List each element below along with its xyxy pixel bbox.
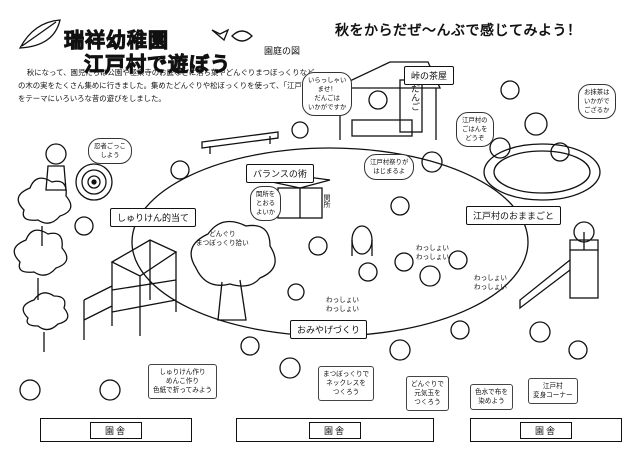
area-omiyage: おみやげづくり xyxy=(290,320,368,339)
children-figures xyxy=(19,80,595,401)
taiko-drum xyxy=(351,225,373,256)
page-title: 江戸村で遊ぼう xyxy=(84,52,231,77)
area-teahouse: 峠の茶屋 xyxy=(404,66,455,85)
target xyxy=(75,163,113,201)
area-sekisho: 関所 xyxy=(323,194,331,208)
slide xyxy=(519,232,599,310)
bubble-teahouse: いらっしゃい ませ！ だんごは いかがですか xyxy=(302,72,353,116)
school-name: 瑞祥幼稚園 xyxy=(64,28,169,53)
building-label: 園舎 xyxy=(308,421,361,439)
building-label: 園舎 xyxy=(519,421,572,439)
climbing-frame xyxy=(83,239,178,340)
leaf-decoration xyxy=(18,19,61,49)
area-mamagoto: 江戸村のおままごと xyxy=(466,206,562,225)
balance-beam xyxy=(201,131,279,154)
note-donguri-top: どんぐりで 元気玉を つくろう xyxy=(406,376,449,411)
school-building-right: 園舎 xyxy=(470,418,622,442)
building-label: 園舎 xyxy=(89,421,142,439)
note-wassho-3: わっしょい わっしょい xyxy=(474,274,507,291)
slogan: 秋をからだぜ〜んぶで感じてみよう！ xyxy=(335,23,582,39)
school-building-left: 園舎 xyxy=(40,418,192,442)
note-donguri-race: どんぐり まつぼっくり拾い xyxy=(196,230,249,247)
central-tree xyxy=(190,220,276,321)
area-balance: バランスの術 xyxy=(246,164,314,183)
bubble-festival: 江戸村祭りが はじまるよ xyxy=(364,154,415,180)
note-necklace: まつぼっくりで ネックレスを つくろう xyxy=(318,366,375,401)
note-dye: 色水で布を 染めよう xyxy=(470,384,513,410)
note-shuriken-make: しゅりけん作り めんこ作り 色紙で折ってみよう xyxy=(148,364,218,399)
area-shuriken: しゅりけん的当て xyxy=(110,208,197,227)
note-henshin: 江戸村 変身コーナー xyxy=(528,378,578,404)
bubble-edo-gohan: 江戸村の ごはんを どうぞ xyxy=(456,112,494,147)
teahouse-sign: だんご xyxy=(409,84,419,111)
bubble-ninja: 忍者ごっこ しよう xyxy=(88,138,132,164)
bubble-otea: お抹茶は いかがで ござるか xyxy=(578,84,616,119)
bubble-sekisho: 関所を とおる よいか xyxy=(250,186,282,221)
note-wassho-1: わっしょい わっしょい xyxy=(326,296,359,313)
sandpit xyxy=(483,143,601,201)
note-wassho-2: わっしょい わっしょい xyxy=(416,244,449,261)
trees xyxy=(13,177,72,352)
garden-map-label: 園庭の図 xyxy=(264,47,301,57)
school-building-center: 園舎 xyxy=(236,418,434,442)
intro-paragraph: 秋になって、園児たちは公園や極楽寺のお庭などに落ち葉やどんぐりまつぼっくりなどの… xyxy=(18,68,317,103)
